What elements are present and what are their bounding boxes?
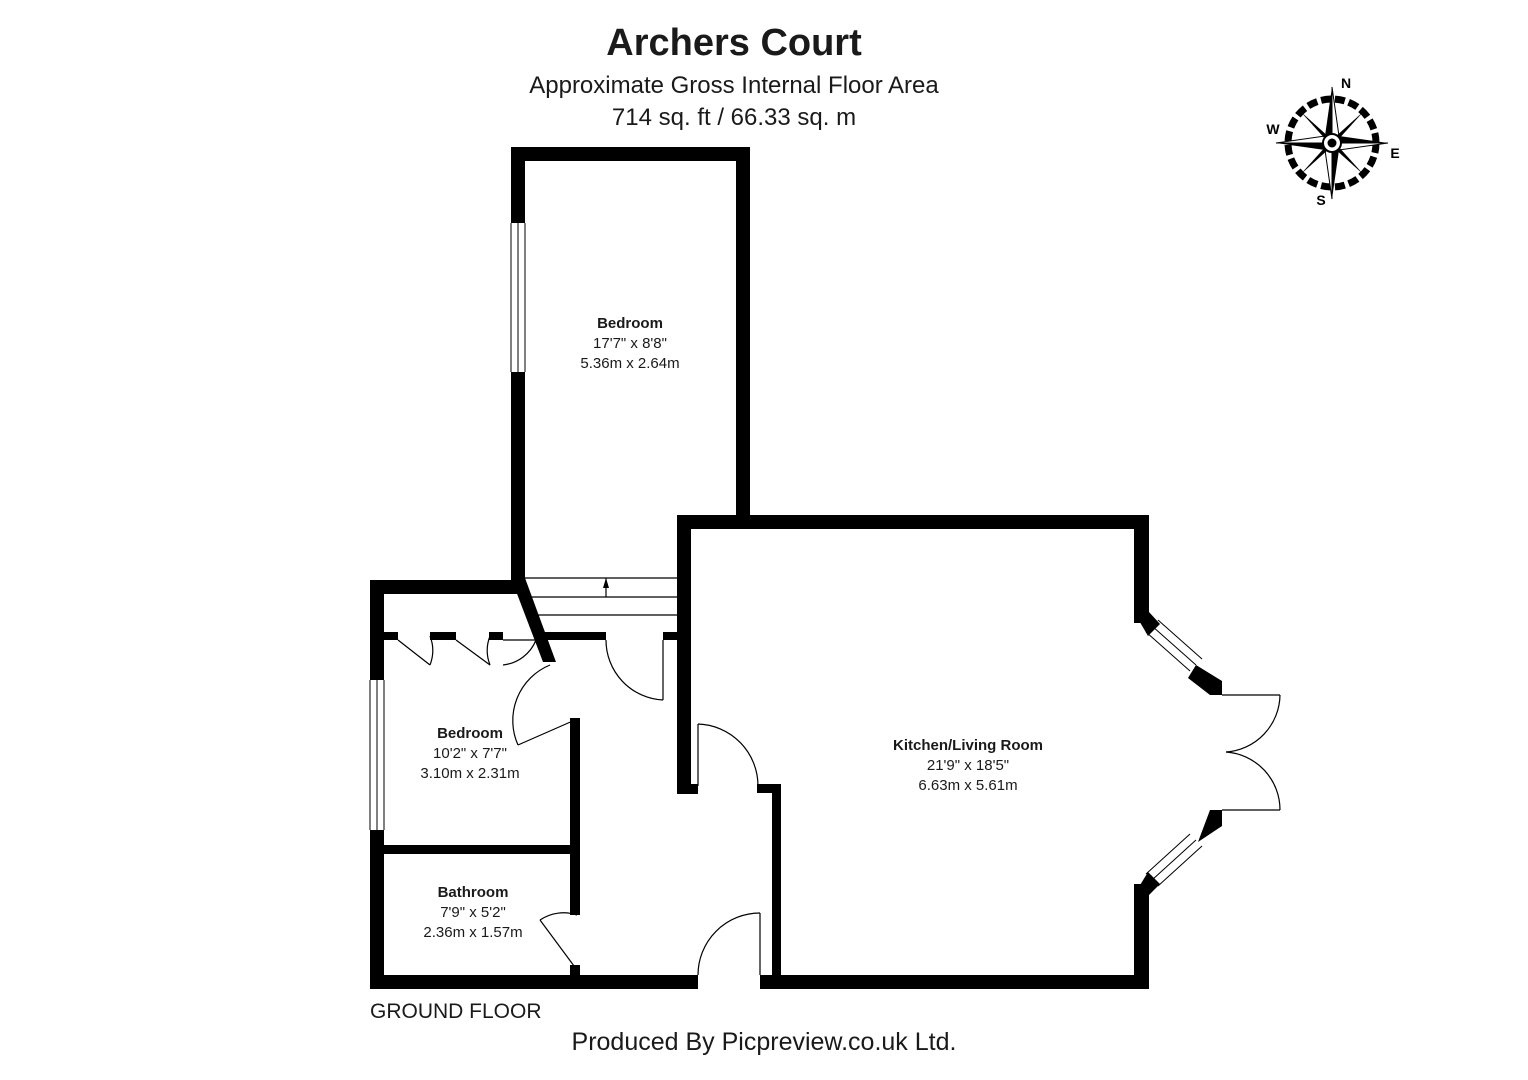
wall xyxy=(536,632,606,640)
wall xyxy=(370,580,384,680)
floor-area-text: 714 sq. ft / 66.33 sq. m xyxy=(611,104,857,131)
window xyxy=(369,680,385,830)
wall xyxy=(511,372,525,582)
window xyxy=(510,223,526,372)
room-label-bathroom: Bathroom 7'9" x 5'2" 2.36m x 1.57m xyxy=(423,883,522,943)
wall xyxy=(384,845,580,854)
wall xyxy=(511,147,750,161)
wall xyxy=(1134,515,1149,623)
room-name: Bedroom xyxy=(597,315,663,332)
wall xyxy=(370,975,698,989)
room-dimensions-metric: 6.63m x 5.61m xyxy=(918,777,1018,794)
wall xyxy=(1134,612,1160,636)
room-dimensions-metric: 3.10m x 2.31m xyxy=(420,765,520,782)
door xyxy=(697,723,759,787)
wall xyxy=(736,147,750,527)
room-dimensions-imperial: 7'9" x 5'2" xyxy=(440,904,506,921)
wall xyxy=(757,784,781,793)
wall xyxy=(370,830,384,988)
floor-label: GROUND FLOOR xyxy=(370,1000,542,1023)
room-name: Kitchen/Living Room xyxy=(893,737,1043,754)
wall xyxy=(370,580,522,594)
wall xyxy=(511,147,525,223)
wall xyxy=(384,632,398,640)
room-dimensions-imperial: 21'9" x 18'5" xyxy=(926,757,1010,774)
wall xyxy=(1188,665,1222,695)
door xyxy=(605,639,664,701)
room-label-bedroom-2: Bedroom 10'2" x 7'7" 3.10m x 2.31m xyxy=(420,724,519,784)
room-dimensions-metric: 5.36m x 2.64m xyxy=(580,355,680,372)
wall xyxy=(1198,810,1222,842)
window xyxy=(1145,833,1203,887)
wall xyxy=(1134,884,1149,988)
compass-east: E xyxy=(1390,145,1399,161)
entrance-door xyxy=(697,912,761,976)
wall xyxy=(570,965,580,977)
wall xyxy=(570,718,580,846)
wall xyxy=(511,578,556,662)
wardrobe-doors xyxy=(397,635,537,666)
wall xyxy=(570,845,580,915)
wall xyxy=(760,975,1149,989)
wall xyxy=(677,515,1149,529)
room-dimensions-metric: 2.36m x 1.57m xyxy=(423,924,523,941)
door xyxy=(539,912,578,971)
door xyxy=(512,664,576,746)
french-doors xyxy=(1222,694,1281,811)
compass-west: W xyxy=(1266,121,1280,137)
room-name: Bedroom xyxy=(437,725,503,742)
wall xyxy=(489,632,503,640)
room-label-kitchen-living: Kitchen/Living Room 21'9" x 18'5" 6.63m … xyxy=(893,736,1043,796)
room-name: Bathroom xyxy=(437,884,509,901)
wall xyxy=(677,784,698,794)
wall xyxy=(772,784,781,978)
room-label-bedroom-1: Bedroom 17'7" x 8'8" 5.36m x 2.64m xyxy=(580,314,679,374)
wall xyxy=(677,515,691,793)
plan-subtitle: Approximate Gross Internal Floor Area xyxy=(529,72,939,99)
compass-north: N xyxy=(1341,75,1351,91)
wall xyxy=(430,632,456,640)
window xyxy=(1145,619,1203,672)
wall xyxy=(663,632,679,640)
compass-rose-icon: N E S W xyxy=(1266,75,1399,208)
plan-title: Archers Court xyxy=(606,22,862,64)
compass-south: S xyxy=(1316,192,1325,208)
room-dimensions-imperial: 17'7" x 8'8" xyxy=(593,335,667,352)
room-dimensions-imperial: 10'2" x 7'7" xyxy=(433,745,507,762)
producer-credit: Produced By Picpreview.co.uk Ltd. xyxy=(571,1028,957,1056)
